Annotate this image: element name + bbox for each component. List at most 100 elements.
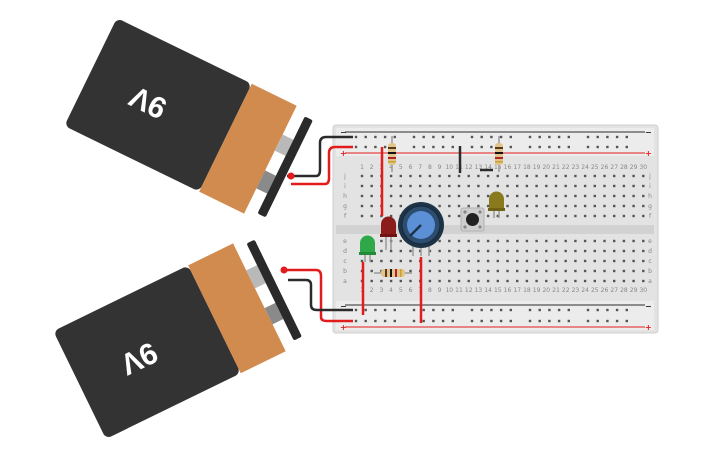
breadboard-hole[interactable] <box>432 308 435 312</box>
breadboard-hole[interactable] <box>393 319 396 323</box>
breadboard-hole[interactable] <box>383 145 387 149</box>
breadboard-hole[interactable] <box>622 194 626 198</box>
breadboard-hole[interactable] <box>567 319 570 323</box>
breadboard-hole[interactable] <box>354 145 358 149</box>
breadboard-hole[interactable] <box>383 308 387 312</box>
breadboard-hole[interactable] <box>477 204 480 208</box>
breadboard-hole[interactable] <box>615 145 619 149</box>
breadboard-hole[interactable] <box>457 214 461 218</box>
breadboard-hole[interactable] <box>545 214 548 218</box>
breadboard-hole[interactable] <box>593 269 596 273</box>
breadboard-hole[interactable] <box>409 249 412 253</box>
breadboard-hole[interactable] <box>506 184 509 188</box>
breadboard-hole[interactable] <box>632 194 635 198</box>
breadboard-hole[interactable] <box>490 145 493 149</box>
breadboard-hole[interactable] <box>642 269 645 273</box>
breadboard-hole[interactable] <box>593 194 596 198</box>
breadboard-hole[interactable] <box>554 194 558 198</box>
breadboard-hole[interactable] <box>409 279 412 283</box>
breadboard-hole[interactable] <box>625 135 628 139</box>
breadboard-hole[interactable] <box>477 259 480 263</box>
breadboard-hole[interactable] <box>441 135 445 139</box>
breadboard-hole[interactable] <box>554 239 558 243</box>
breadboard-hole[interactable] <box>496 269 499 273</box>
breadboard-hole[interactable] <box>606 135 609 139</box>
breadboard-hole[interactable] <box>509 135 512 139</box>
breadboard-hole[interactable] <box>545 174 548 178</box>
breadboard-hole[interactable] <box>477 279 480 283</box>
breadboard-hole[interactable] <box>567 145 570 149</box>
breadboard-hole[interactable] <box>480 319 483 323</box>
breadboard-hole[interactable] <box>428 279 432 283</box>
breadboard-hole[interactable] <box>625 145 628 149</box>
breadboard-hole[interactable] <box>383 319 387 323</box>
breadboard-hole[interactable] <box>389 204 393 208</box>
breadboard-hole[interactable] <box>545 184 548 188</box>
breadboard-hole[interactable] <box>557 308 561 312</box>
breadboard-hole[interactable] <box>506 259 509 263</box>
breadboard-hole[interactable] <box>538 145 541 149</box>
breadboard-hole[interactable] <box>586 145 590 149</box>
breadboard-hole[interactable] <box>535 214 538 218</box>
breadboard-hole[interactable] <box>525 279 529 283</box>
breadboard-hole[interactable] <box>564 174 567 178</box>
breadboard-hole[interactable] <box>593 184 596 188</box>
breadboard-hole[interactable] <box>593 259 596 263</box>
breadboard-hole[interactable] <box>574 214 577 218</box>
breadboard-hole[interactable] <box>448 214 451 218</box>
breadboard-hole[interactable] <box>399 194 402 198</box>
breadboard-hole[interactable] <box>448 194 451 198</box>
breadboard-hole[interactable] <box>548 319 551 323</box>
breadboard-hole[interactable] <box>354 319 358 323</box>
breadboard-hole[interactable] <box>389 279 393 283</box>
breadboard-hole[interactable] <box>615 319 619 323</box>
breadboard-hole[interactable] <box>535 269 538 273</box>
breadboard-hole[interactable] <box>448 259 451 263</box>
breadboard-hole[interactable] <box>422 135 425 139</box>
breadboard-hole[interactable] <box>486 184 490 188</box>
breadboard-hole[interactable] <box>642 204 645 208</box>
breadboard-hole[interactable] <box>422 145 425 149</box>
breadboard-hole[interactable] <box>499 308 503 312</box>
breadboard-hole[interactable] <box>564 184 567 188</box>
breadboard-hole[interactable] <box>486 269 490 273</box>
breadboard-wires[interactable] <box>361 146 493 323</box>
breadboard-hole[interactable] <box>516 194 519 198</box>
breadboard-hole[interactable] <box>419 174 422 178</box>
breadboard-hole[interactable] <box>451 135 454 139</box>
breadboard-hole[interactable] <box>399 249 402 253</box>
breadboard-hole[interactable] <box>593 279 596 283</box>
breadboard-hole[interactable] <box>370 279 373 283</box>
breadboard-hole[interactable] <box>642 249 645 253</box>
breadboard-hole[interactable] <box>477 269 480 273</box>
breadboard-hole[interactable] <box>535 174 538 178</box>
breadboard-hole[interactable] <box>380 239 383 243</box>
breadboard-hole[interactable] <box>409 194 412 198</box>
breadboard-hole[interactable] <box>360 194 364 198</box>
breadboard-hole[interactable] <box>528 308 532 312</box>
breadboard-hole[interactable] <box>490 308 493 312</box>
breadboard-hole[interactable] <box>548 308 551 312</box>
breadboard-hole[interactable] <box>557 135 561 139</box>
breadboard-hole[interactable] <box>545 239 548 243</box>
breadboard-hole[interactable] <box>525 239 529 243</box>
breadboard-hole[interactable] <box>516 214 519 218</box>
breadboard-hole[interactable] <box>370 204 373 208</box>
breadboard-hole[interactable] <box>496 249 499 253</box>
breadboard-hole[interactable] <box>467 174 470 178</box>
breadboard-hole[interactable] <box>603 194 606 198</box>
breadboard-hole[interactable] <box>603 239 606 243</box>
breadboard-hole[interactable] <box>545 259 548 263</box>
breadboard-hole[interactable] <box>603 269 606 273</box>
breadboard-hole[interactable] <box>399 279 402 283</box>
breadboard-hole[interactable] <box>448 174 451 178</box>
breadboard-hole[interactable] <box>613 204 616 208</box>
breadboard-hole[interactable] <box>477 194 480 198</box>
breadboard-hole[interactable] <box>370 259 373 263</box>
breadboard-hole[interactable] <box>448 204 451 208</box>
breadboard-hole[interactable] <box>399 239 402 243</box>
breadboard-hole[interactable] <box>516 174 519 178</box>
breadboard-hole[interactable] <box>593 214 596 218</box>
breadboard-hole[interactable] <box>399 259 402 263</box>
breadboard-hole[interactable] <box>583 259 587 263</box>
